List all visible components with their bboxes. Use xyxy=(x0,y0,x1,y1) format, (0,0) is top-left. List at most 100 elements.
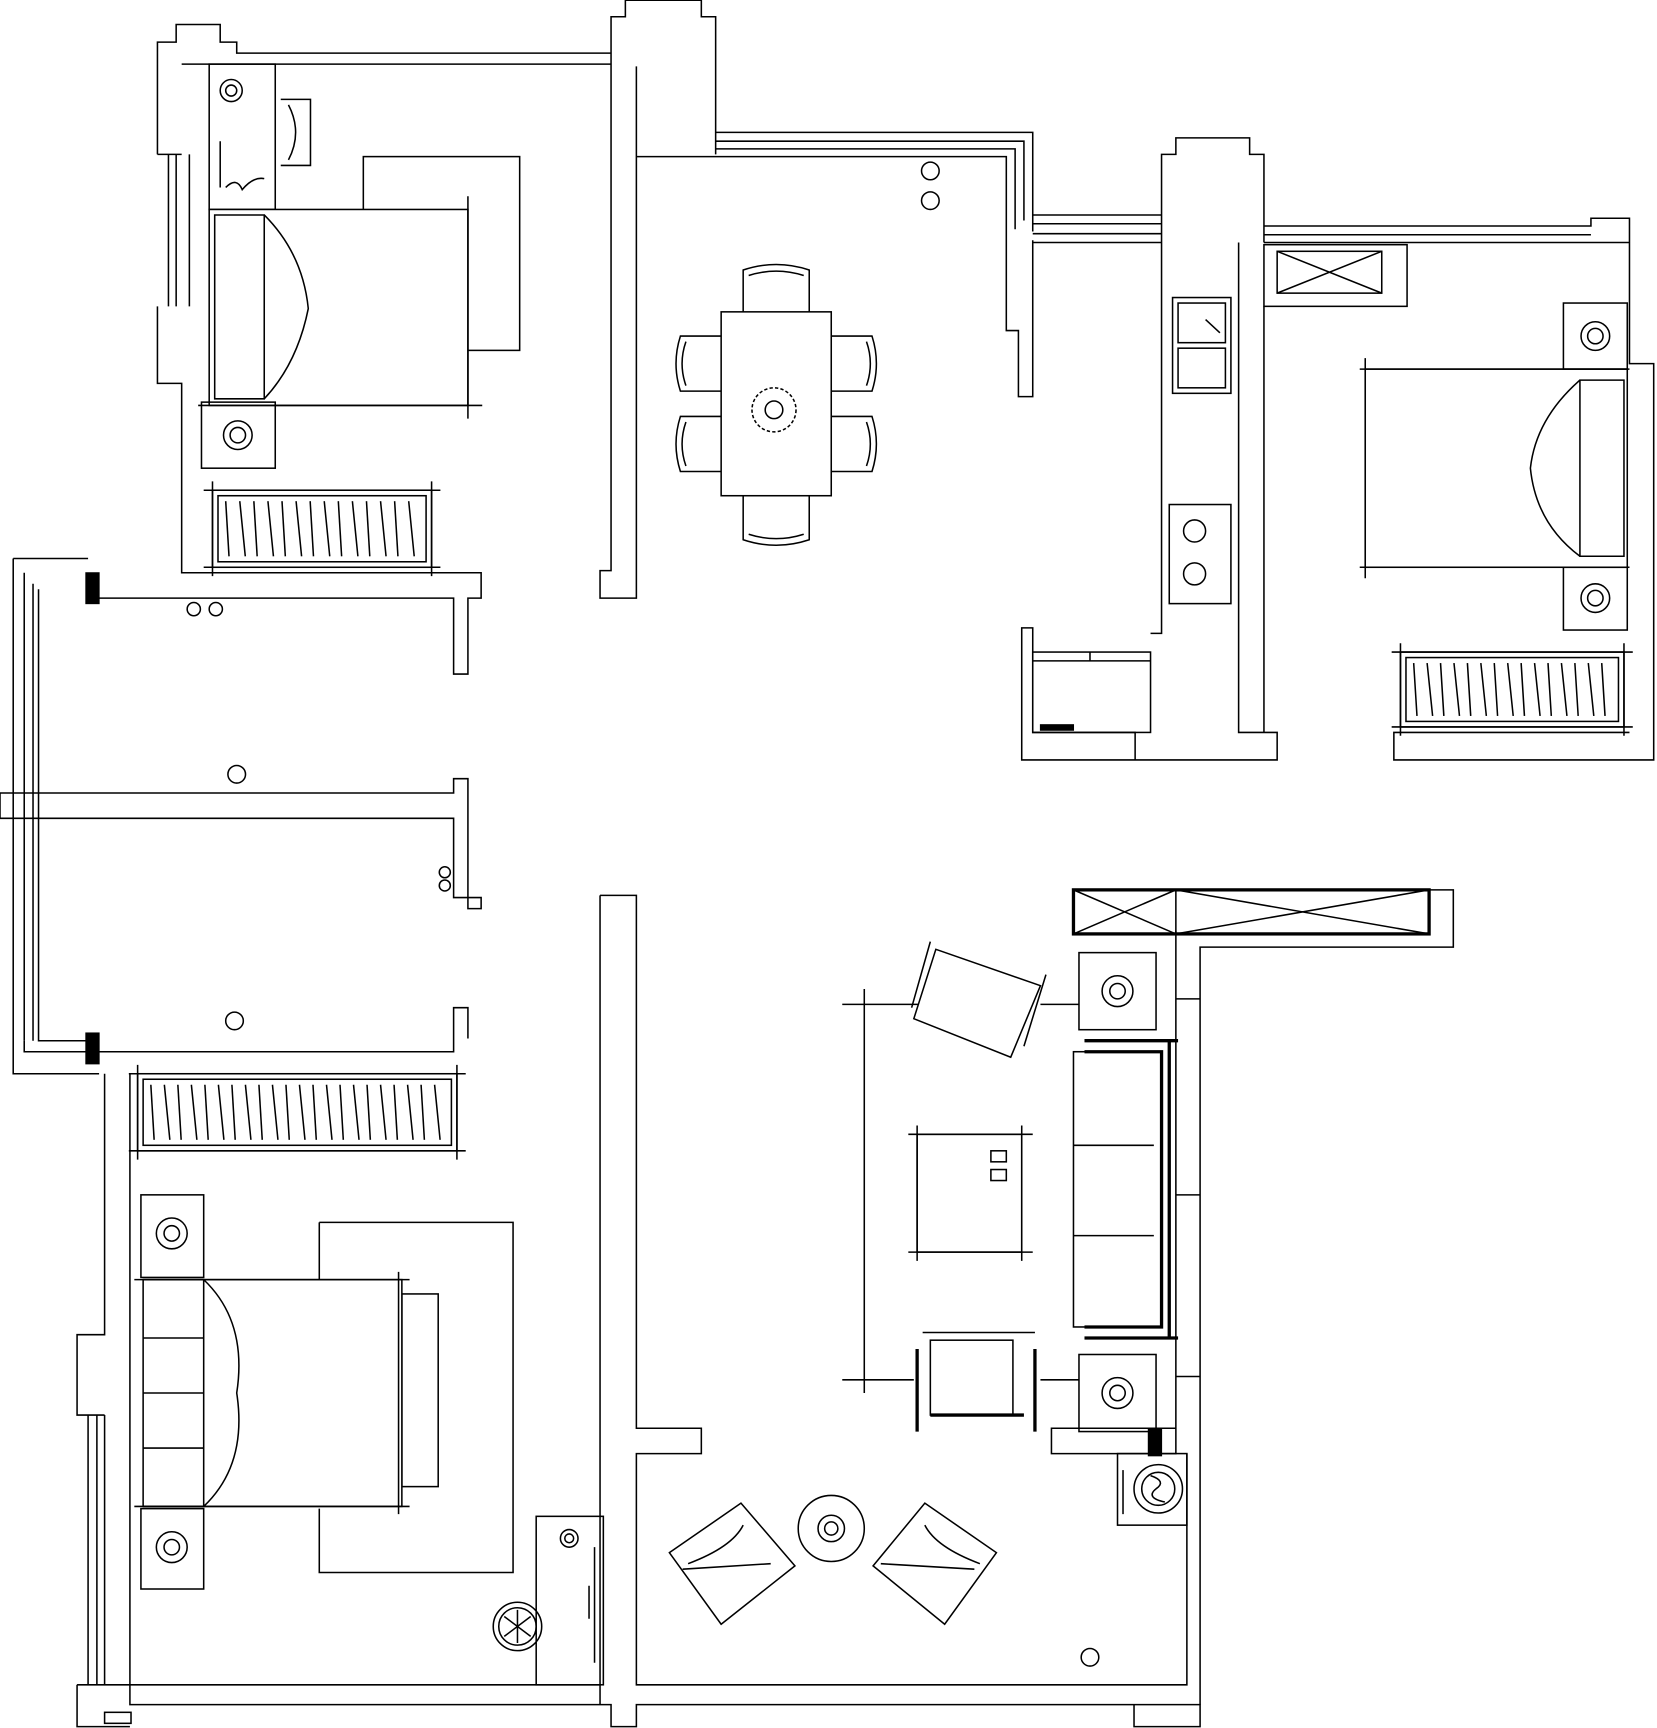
hanger-icon xyxy=(1533,662,1541,716)
bedroom-top-left xyxy=(198,63,521,784)
outlet-icon xyxy=(208,601,224,617)
hanger-icon xyxy=(325,1084,333,1140)
outlet-icon xyxy=(438,879,452,892)
nightstand-lamp-icon xyxy=(1040,951,1157,1031)
armchair-icon xyxy=(872,1502,998,1626)
kitchen xyxy=(1031,296,1232,734)
door-marker-icon xyxy=(85,572,100,605)
hanger-icon xyxy=(337,501,343,557)
coffee-table-icon xyxy=(908,1125,1033,1261)
hanger-icon xyxy=(406,1084,414,1140)
chair-icon xyxy=(675,335,722,392)
hanger-icon xyxy=(351,501,359,557)
hanger-icon xyxy=(1439,663,1445,716)
hanger-icon xyxy=(267,501,275,557)
hanger-icon xyxy=(1574,663,1579,716)
hanger-icon xyxy=(393,1084,399,1140)
hanger-icon xyxy=(190,1084,198,1140)
hanger-icon xyxy=(1453,662,1461,716)
nightstand-lamp-icon xyxy=(1562,302,1629,370)
chair-icon xyxy=(675,415,722,473)
hanger-icon xyxy=(281,501,287,557)
hanger-icon xyxy=(1466,663,1472,716)
desk-icon xyxy=(535,1515,605,1686)
refrigerator-icon xyxy=(1031,651,1152,734)
nightstand-lamp-icon xyxy=(140,1194,205,1279)
sofa-icon xyxy=(1072,1039,1179,1340)
hanger-icon xyxy=(295,501,303,557)
hanger-icon xyxy=(1480,662,1488,716)
wardrobe-outline xyxy=(136,1072,458,1152)
nightstand-lamp-icon xyxy=(1040,1353,1157,1433)
floor-drain-icon xyxy=(227,764,247,784)
wardrobe-icon xyxy=(1391,643,1633,736)
wardrobe-icon xyxy=(128,1064,466,1160)
bedroom-bottom-left xyxy=(128,1011,605,1686)
sink-icon xyxy=(1171,296,1232,395)
living-room xyxy=(668,888,1431,1667)
chair-icon xyxy=(742,495,811,546)
hanger-icon xyxy=(224,501,230,557)
hanger-icon xyxy=(1587,662,1595,716)
hanger-icon xyxy=(258,1084,264,1140)
armchair-icon xyxy=(910,941,1047,1059)
hanger-icon xyxy=(150,1084,155,1140)
outlet-icon xyxy=(186,601,202,617)
outlet-icon xyxy=(438,865,452,879)
hanger-icon xyxy=(1426,662,1434,716)
wardrobe-ticks xyxy=(128,1064,466,1160)
bed-icon xyxy=(198,155,521,419)
wardrobe-icon xyxy=(203,481,441,577)
hanger-icon xyxy=(271,1084,279,1140)
armchair-icon xyxy=(668,1502,797,1626)
cabinet-icon xyxy=(1263,243,1408,308)
floor-drain-icon xyxy=(1080,1647,1100,1667)
hanger-icon xyxy=(1506,662,1514,716)
hanger-icon xyxy=(339,1084,345,1140)
hanger-icon xyxy=(323,501,331,557)
wardrobe-ticks xyxy=(1391,643,1633,736)
tv-cabinet-icon xyxy=(1071,888,1431,936)
wardrobe-inner xyxy=(1405,656,1620,723)
wardrobe-ticks xyxy=(203,481,441,577)
hanger-icon xyxy=(244,1084,252,1140)
hanger-icon xyxy=(177,1084,182,1140)
hanger-icon xyxy=(163,1084,171,1140)
hanger-icon xyxy=(217,1084,225,1140)
hanger-icon xyxy=(253,501,258,557)
nightstand-lamp-icon xyxy=(1562,566,1629,631)
hanger-icon xyxy=(393,501,399,557)
chair-icon xyxy=(915,1331,1037,1432)
washing-machine-icon xyxy=(1116,1452,1188,1526)
hanger-icon xyxy=(379,501,387,557)
bed-icon xyxy=(1359,358,1630,579)
hanger-icon xyxy=(309,501,315,557)
bedroom-top-right xyxy=(1263,243,1633,736)
floor-drain-icon xyxy=(224,1011,245,1031)
floor-drain-icon xyxy=(920,191,940,211)
nightstand-lamp-icon xyxy=(200,401,277,469)
hanger-icon xyxy=(1412,663,1418,716)
door-marker-icon xyxy=(85,1032,100,1065)
chair-icon xyxy=(831,415,878,473)
hanger-icon xyxy=(1560,662,1568,716)
hanger-icon xyxy=(366,1084,372,1140)
fan-icon xyxy=(492,1601,543,1652)
hanger-icon xyxy=(420,1084,426,1140)
hanger-icon xyxy=(312,1084,318,1140)
hanger-icon xyxy=(1520,663,1526,716)
dining-table-icon xyxy=(720,311,833,497)
hanger-icon xyxy=(239,501,247,557)
wardrobe-inner xyxy=(217,494,427,563)
hanger-icon xyxy=(433,1084,441,1140)
hanger-icon xyxy=(204,1084,209,1140)
dining-area xyxy=(675,161,940,546)
hanger-icon xyxy=(365,501,371,557)
hanger-icon xyxy=(298,1084,306,1140)
bed-icon xyxy=(134,1221,514,1574)
wardrobe-inner xyxy=(142,1078,453,1147)
door-marker-icon xyxy=(1147,1427,1163,1457)
desk-icon xyxy=(208,63,312,211)
